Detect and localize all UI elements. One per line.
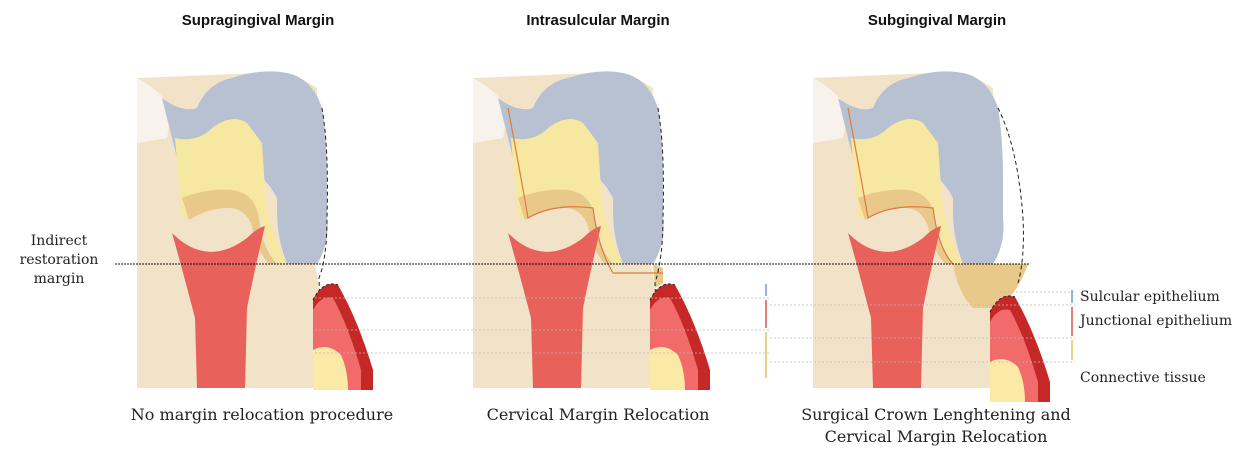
restoration-margin-label: Indirect restoration margin xyxy=(4,232,114,289)
panel-1-caption: No margin relocation procedure xyxy=(82,404,442,426)
panel-1-title: Supragingival Margin xyxy=(108,12,408,29)
panel-3-title: Subgingival Margin xyxy=(787,12,1087,29)
panel-3-gingiva xyxy=(990,296,1050,402)
legend-sulcular-epithelium: Sulcular epithelium xyxy=(1080,289,1220,305)
panel-2-tooth xyxy=(473,71,664,388)
panel-3-caption: Surgical Crown Lenghtening and Cervical … xyxy=(756,404,1116,448)
legend-connective-tissue: Connective tissue xyxy=(1080,370,1206,386)
panel-2-gingiva xyxy=(650,284,710,390)
panel-2-title: Intrasulcular Margin xyxy=(448,12,748,29)
legend-junctional-epithelium: Junctional epithelium xyxy=(1080,313,1232,329)
panel-1-tooth xyxy=(137,71,328,388)
panel-2-caption: Cervical Margin Relocation xyxy=(418,404,778,426)
panel-1-gingiva xyxy=(313,284,373,390)
